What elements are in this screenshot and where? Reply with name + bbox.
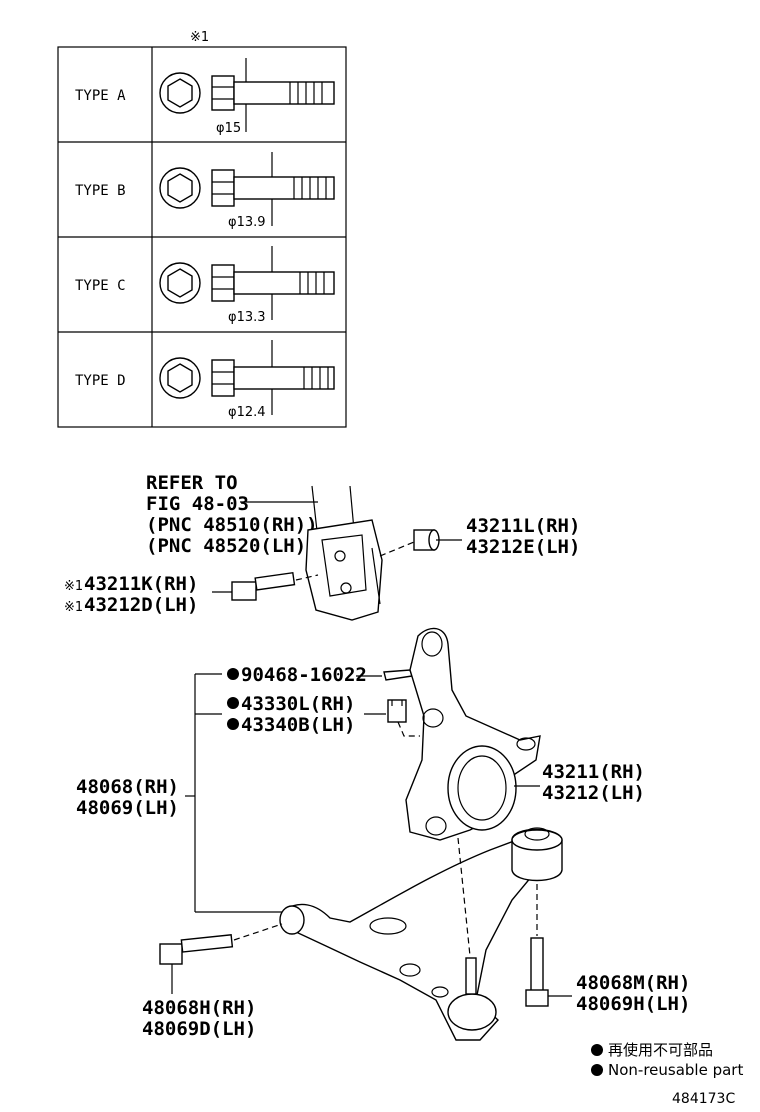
type-d-label: TYPE D	[75, 373, 126, 389]
rear-bolt-icon	[525, 937, 549, 1007]
strut-bolt-icon	[231, 571, 296, 601]
type-c-dia: φ13.3	[228, 310, 266, 325]
part-48069: 48069(LH)	[76, 797, 179, 819]
part-48068M: 48068M(RH)	[576, 972, 690, 994]
refer-line-2: FIG 48-03	[146, 493, 249, 515]
steering-knuckle	[405, 627, 541, 841]
stud-bolt-icon	[211, 58, 335, 132]
hex-head-icon	[159, 72, 201, 114]
type-row-b: TYPE B φ13.9	[75, 152, 335, 230]
part-43212: 43212(LH)	[542, 782, 645, 804]
part-48068H: 48068H(RH)	[142, 997, 256, 1019]
type-row-c: TYPE C φ13.3	[75, 246, 335, 325]
part-43211K: 43211K(RH)	[84, 573, 198, 595]
part-48068: 48068(RH)	[76, 776, 179, 798]
part-43212D: 43212D(LH)	[84, 594, 198, 616]
type-table	[57, 46, 347, 428]
refer-note: REFER TO FIG 48-03 (PNC 48510(RH)) (PNC …	[146, 472, 318, 557]
stud-bolt-icon	[211, 246, 335, 320]
front-bolt-icon	[159, 934, 234, 965]
refer-line-3: (PNC 48510(RH))	[146, 514, 318, 536]
table-note-mark: ※1	[190, 30, 209, 45]
legend-dot-icon	[591, 1064, 603, 1076]
legend-jp: 再使用不可部品	[608, 1041, 713, 1059]
part-90468-16022: 90468-16022	[241, 664, 367, 686]
top-nut-icon	[413, 529, 440, 551]
group-bracket	[185, 673, 282, 913]
refer-line-4: (PNC 48520(LH))	[146, 535, 318, 557]
strut-bracket	[305, 485, 383, 621]
non-reusable-dot	[227, 718, 239, 730]
type-row-a: TYPE A φ15	[75, 58, 335, 136]
part-43211: 43211(RH)	[542, 761, 645, 783]
figure-id: 484173C	[672, 1091, 735, 1107]
hex-head-icon	[159, 167, 201, 209]
part-43212E: 43212E(LH)	[466, 536, 580, 558]
refer-line-1: REFER TO	[146, 472, 238, 494]
cotter-pin-icon	[383, 669, 413, 681]
type-d-dia: φ12.4	[228, 405, 266, 420]
hex-head-icon	[159, 357, 201, 399]
stud-bolt-icon	[211, 152, 335, 226]
non-reusable-dot	[227, 697, 239, 709]
part-43330L: 43330L(RH)	[241, 693, 355, 715]
type-row-d: TYPE D φ12.4	[75, 340, 335, 420]
legend-dot-icon	[591, 1044, 603, 1056]
non-reusable-dot	[227, 668, 239, 680]
rear-bushing	[511, 827, 563, 882]
part-48069H: 48069H(LH)	[576, 993, 690, 1015]
hex-head-icon	[159, 262, 201, 304]
castle-nut-icon	[387, 699, 407, 723]
lower-control-arm	[279, 837, 535, 1041]
legend: 再使用不可部品 Non-reusable part	[591, 1041, 743, 1079]
part-43211L: 43211L(RH)	[466, 515, 580, 537]
bolt-note-mark-1: ※1	[64, 579, 83, 594]
type-b-dia: φ13.9	[228, 215, 266, 230]
legend-en: Non-reusable part	[608, 1061, 743, 1079]
part-43340B: 43340B(LH)	[241, 714, 355, 736]
bolt-note-mark-2: ※1	[64, 600, 83, 615]
part-48069D: 48069D(LH)	[142, 1018, 256, 1040]
stud-bolt-icon	[211, 340, 335, 415]
type-a-dia: φ15	[216, 121, 241, 136]
type-c-label: TYPE C	[75, 278, 126, 294]
type-a-label: TYPE A	[75, 88, 126, 104]
type-b-label: TYPE B	[75, 183, 126, 199]
